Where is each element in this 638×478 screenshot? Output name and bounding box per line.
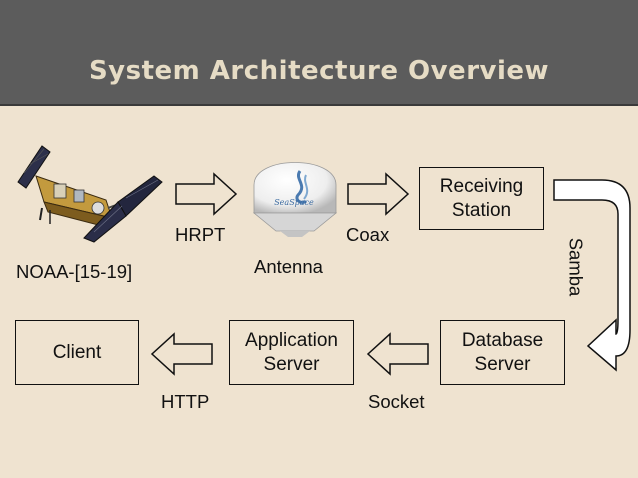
- receiving-station-box: Receiving Station: [419, 167, 544, 230]
- database-server-box: Database Server: [440, 320, 565, 385]
- client-label: Client: [52, 341, 102, 363]
- satellite-icon: [17, 145, 163, 243]
- arrow-right-icon: [175, 172, 238, 216]
- database-server-label: Database Server: [461, 329, 544, 375]
- socket-link-label: Socket: [368, 391, 425, 412]
- application-server-label: Application Server: [245, 329, 338, 375]
- receiving-station-label: Receiving Station: [439, 175, 524, 221]
- hrpt-link-label: HRPT: [175, 224, 226, 245]
- antenna-label: Antenna: [254, 256, 323, 277]
- antenna-dome-icon: SeaSpace: [252, 162, 338, 237]
- arrow-left-icon: [366, 332, 429, 376]
- arrow-left-icon: [150, 332, 213, 376]
- title-bar: [0, 0, 638, 106]
- http-link-label: HTTP: [161, 391, 210, 412]
- application-server-box: Application Server: [229, 320, 354, 385]
- satellite-label: NOAA-[15-19]: [16, 261, 133, 282]
- client-box: Client: [15, 320, 139, 385]
- page-title: System Architecture Overview: [88, 56, 550, 86]
- curved-arrow-icon: [553, 179, 631, 372]
- antenna-logo: SeaSpace: [274, 198, 314, 207]
- coax-link-label: Coax: [346, 224, 390, 245]
- arrow-right-icon: [347, 172, 410, 216]
- samba-link-label: Samba: [565, 237, 587, 297]
